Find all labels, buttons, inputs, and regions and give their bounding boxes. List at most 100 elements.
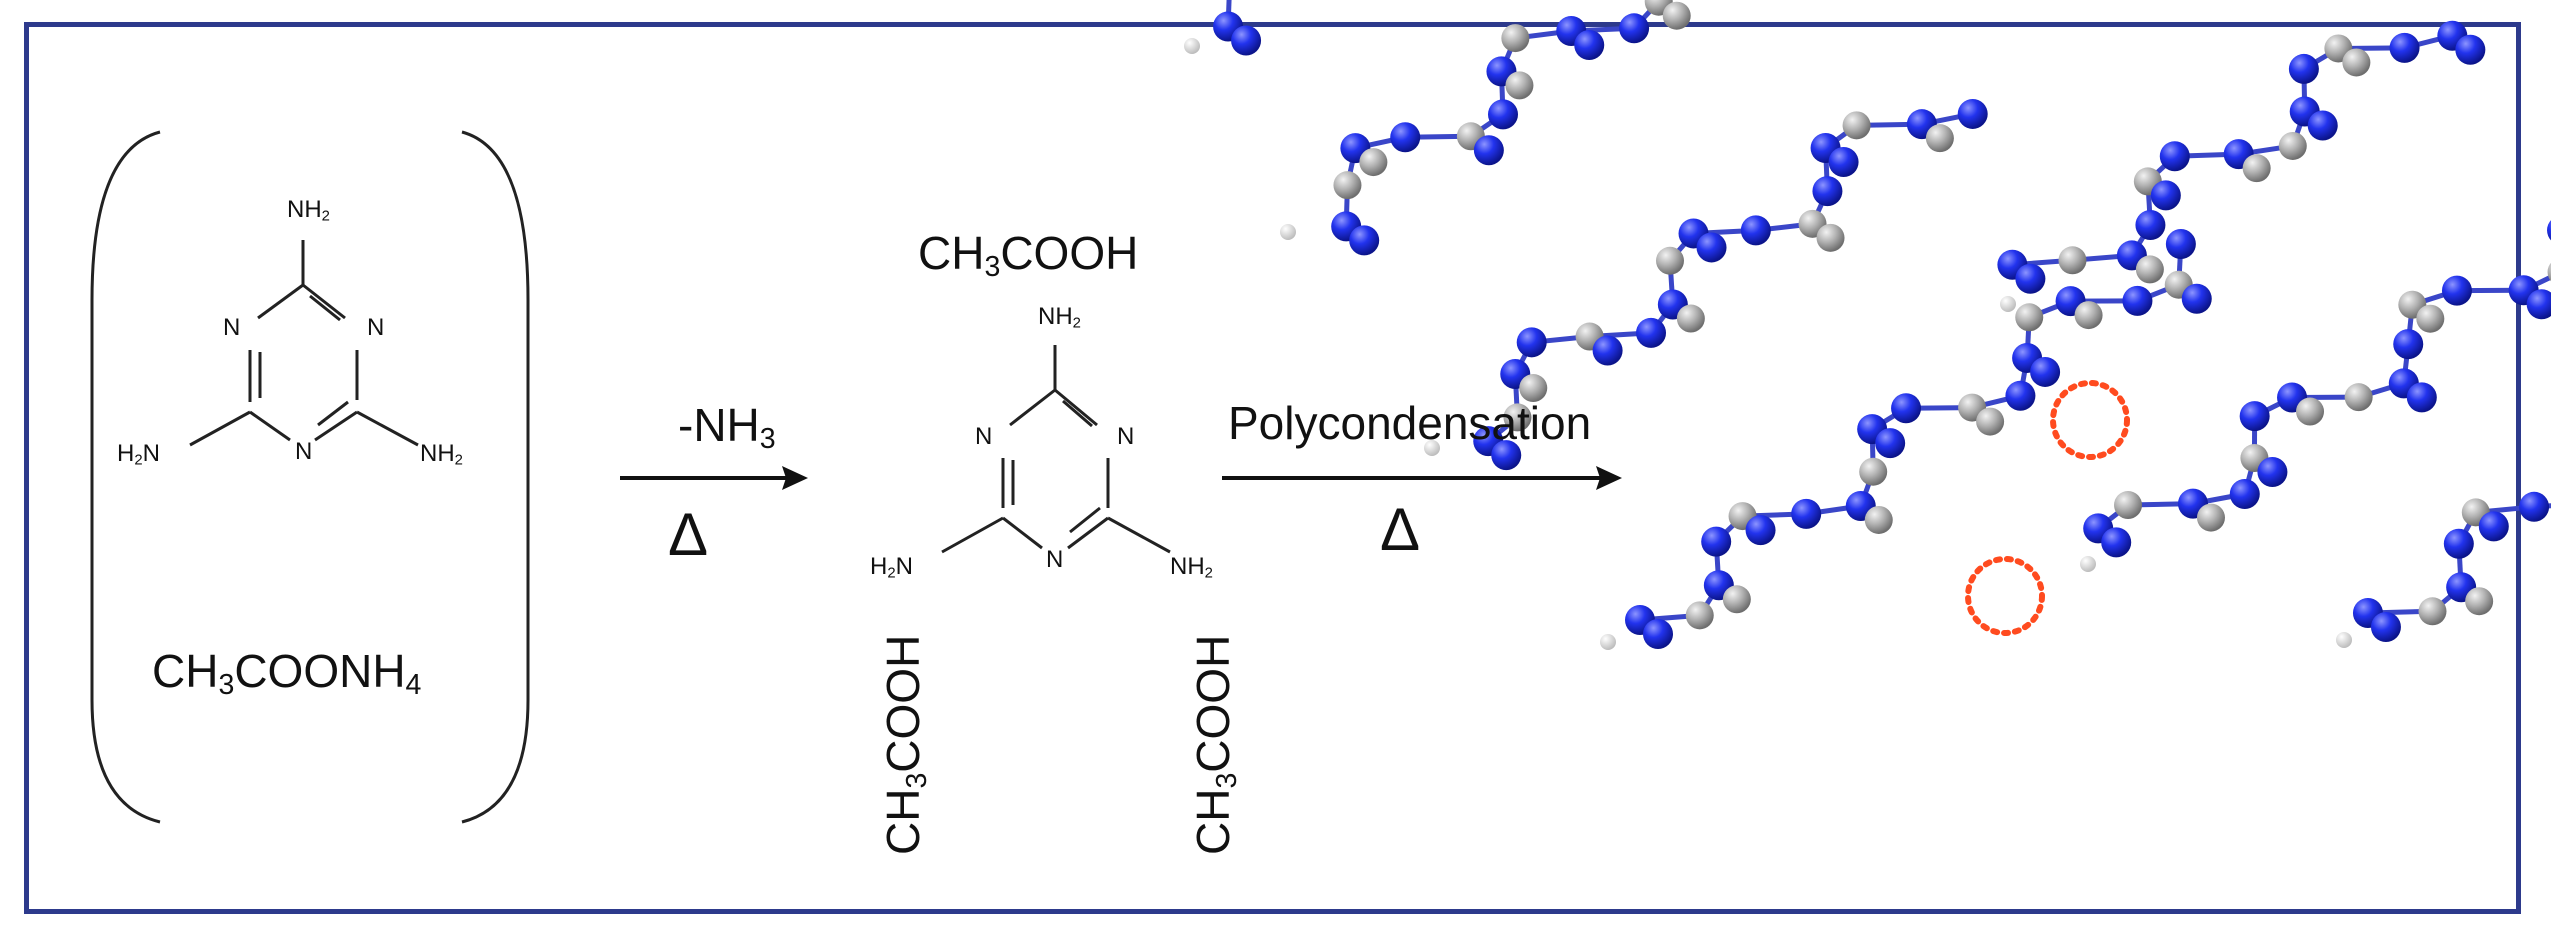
carbon-atom: [1503, 403, 1532, 432]
carbon-atom: [2196, 503, 2225, 532]
nitrogen-atom: [2165, 229, 2196, 260]
carbon-atom: [1359, 148, 1388, 177]
nitrogen-atom: [2455, 34, 2486, 65]
nitrogen-atom: [2443, 528, 2474, 559]
carbon-atom: [1816, 223, 1845, 252]
nitrogen-atom: [2181, 283, 2212, 314]
carbon-atom: [2242, 154, 2271, 183]
acetic-acid-left: CH3COOH: [877, 634, 934, 855]
carbon-atom: [2418, 597, 2447, 626]
carbon-atom: [1655, 246, 1684, 275]
nitrogen-atom: [1516, 327, 1547, 358]
nitrogen-atom: [1891, 393, 1922, 424]
acetic-acid-top: CH3COOH: [918, 227, 1139, 284]
nitrogen-atom: [2547, 220, 2551, 241]
carbon-atom: [1859, 457, 1888, 486]
nitrogen-atom: [2389, 32, 2420, 63]
nitrogen-atom: [1791, 498, 1822, 529]
nitrogen-atom: [1740, 215, 1771, 246]
intermediate-amine-left: H2N: [870, 553, 913, 582]
melamine-ring-reactant: [189, 240, 419, 447]
hydrogen-atom: [2080, 556, 2096, 572]
hydrogen-atom: [2336, 632, 2352, 648]
nitrogen-atom: [1491, 440, 1522, 471]
carbon-atom: [1842, 111, 1871, 140]
hydrogen-atom: [2000, 296, 2016, 312]
carbon-atom: [2465, 587, 2494, 616]
pore-marker-upper: [2050, 380, 2130, 460]
carbon-atom: [2015, 303, 2044, 332]
carbon-atom: [2135, 255, 2164, 284]
nitrogen-atom: [2005, 380, 2036, 411]
nitrogen-atom: [2526, 289, 2551, 320]
reactant-amine-left: H2N: [117, 440, 160, 469]
nitrogen-atom: [2135, 210, 2166, 241]
nitrogen-atom: [2159, 141, 2190, 172]
intermediate-ring-n-bottom: N: [1046, 546, 1064, 573]
reactant-ring-n-right: N: [367, 314, 385, 341]
carbon-atom: [1333, 171, 1362, 200]
carbon-atom: [2074, 301, 2103, 330]
figure-frame: [24, 22, 2521, 914]
nitrogen-atom: [2257, 457, 2288, 488]
nitrogen-atom: [1473, 135, 1504, 166]
carbon-atom: [1976, 407, 2005, 436]
carbon-atom: [2416, 304, 2445, 333]
nitrogen-atom: [2239, 401, 2270, 432]
nitrogen-atom: [2101, 527, 2132, 558]
intermediate-ring-n-left: N: [975, 423, 993, 450]
acetic-acid-right: CH3COOH: [1187, 634, 1244, 855]
nitrogen-atom: [1231, 25, 1262, 56]
nitrogen-atom: [1745, 515, 1776, 546]
nitrogen-atom: [1696, 232, 1727, 263]
hydrogen-atom: [1424, 440, 1440, 456]
carbon-nitride-network: [1184, 0, 2551, 650]
nitrogen-atom: [2406, 382, 2437, 413]
ammonium-acetate-label: CH3COONH4: [152, 645, 422, 702]
carbon-atom: [1685, 601, 1714, 630]
pore-marker-lower: [1965, 556, 2045, 636]
nitrogen-atom: [2370, 611, 2401, 642]
reactant-amine-top: NH2: [287, 196, 330, 225]
nitrogen-atom: [1574, 30, 1605, 61]
reactant-amine-right: NH2: [420, 440, 463, 469]
nitrogen-atom: [1812, 176, 1843, 207]
carbon-atom: [1501, 24, 1530, 53]
carbon-atom: [1519, 374, 1548, 403]
heat-symbol-step1: Δ: [668, 501, 709, 568]
carbon-atom: [2344, 383, 2373, 412]
melamine-ring-intermediate: [941, 345, 1171, 554]
intermediate-amine-right: NH2: [1170, 553, 1213, 582]
carbon-atom: [2058, 246, 2087, 275]
ammonia-byproduct: -NH3: [678, 399, 776, 456]
nitrogen-atom: [2307, 110, 2338, 141]
nitrogen-atom: [1487, 99, 1518, 130]
nitrogen-atom: [1592, 335, 1623, 366]
carbon-atom: [2278, 131, 2307, 160]
intermediate-amine-top: NH2: [1038, 303, 1081, 332]
nitrogen-atom: [1619, 13, 1650, 44]
carbon-atom: [2296, 397, 2325, 426]
reactant-ring-n-left: N: [223, 314, 241, 341]
nitrogen-atom: [2150, 180, 2181, 211]
hydrogen-atom: [1280, 224, 1296, 240]
nitrogen-atom: [1701, 526, 1732, 557]
arrow-step1: [620, 466, 808, 490]
nitrogen-atom: [1828, 146, 1859, 177]
intermediate-ring-n-right: N: [1117, 423, 1135, 450]
nitrogen-atom: [1957, 98, 1988, 129]
nitrogen-atom: [1390, 122, 1421, 153]
nitrogen-atom: [2015, 263, 2046, 294]
nitrogen-atom: [2122, 285, 2153, 316]
nitrogen-atom: [2393, 329, 2424, 360]
nitrogen-atom: [2288, 53, 2319, 84]
carbon-atom: [2547, 262, 2551, 282]
heat-symbol-step2: Δ: [1380, 496, 1421, 563]
carbon-atom: [2342, 48, 2371, 77]
nitrogen-atom: [1643, 619, 1673, 649]
nitrogen-atom: [1875, 428, 1906, 459]
nitrogen-atom: [2478, 511, 2509, 542]
nitrogen-atom: [1636, 317, 1667, 348]
nitrogen-atom: [1349, 225, 1380, 256]
